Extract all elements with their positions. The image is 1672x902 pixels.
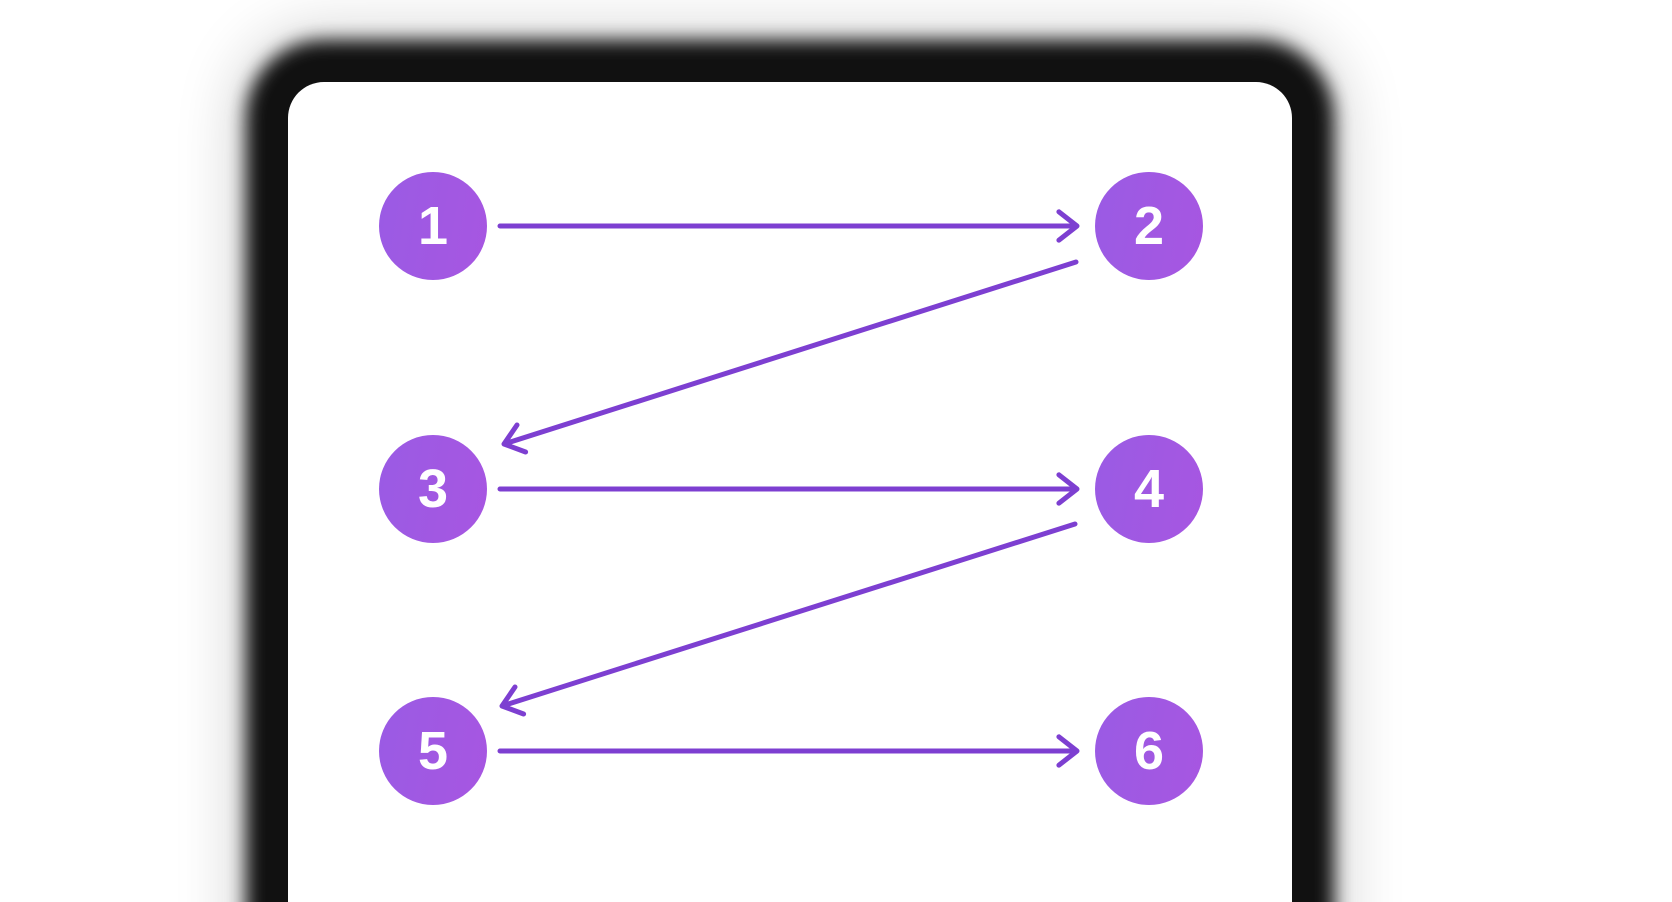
node-4: 4: [1095, 435, 1203, 543]
node-label: 4: [1133, 459, 1165, 519]
node-label: 5: [417, 721, 449, 781]
node-2: 2: [1095, 172, 1203, 280]
node-label: 1: [417, 196, 449, 256]
node-5: 5: [379, 697, 487, 805]
node-1: 1: [379, 172, 487, 280]
node-6: 6: [1095, 697, 1203, 805]
node-label: 6: [1133, 721, 1165, 781]
node-label: 3: [417, 459, 449, 519]
node-label: 2: [1133, 196, 1165, 256]
node-3: 3: [379, 435, 487, 543]
